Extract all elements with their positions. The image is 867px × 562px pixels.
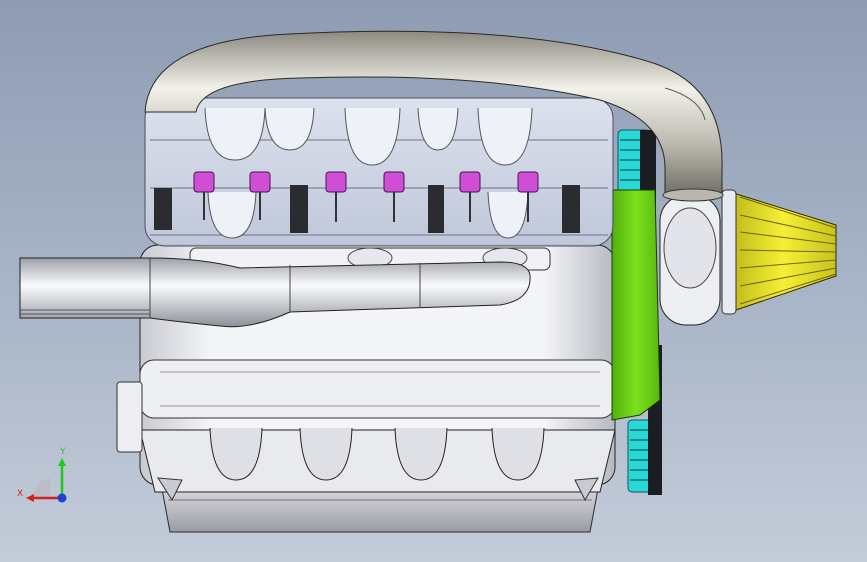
spark-plug-connectors xyxy=(193,171,539,193)
z-axis-dot xyxy=(57,493,67,503)
exhaust-pipe xyxy=(19,257,531,328)
intake-runner-pipe xyxy=(144,30,724,202)
valve-cover-transparent xyxy=(144,97,614,247)
x-axis-label: X xyxy=(17,489,23,499)
coordinate-triad: X Y xyxy=(17,447,67,503)
air-filter-cone xyxy=(721,189,837,315)
timing-cover xyxy=(611,189,661,421)
turbo-housing xyxy=(659,194,721,326)
y-axis-label: Y xyxy=(59,447,66,457)
crank-pockets xyxy=(209,427,545,481)
